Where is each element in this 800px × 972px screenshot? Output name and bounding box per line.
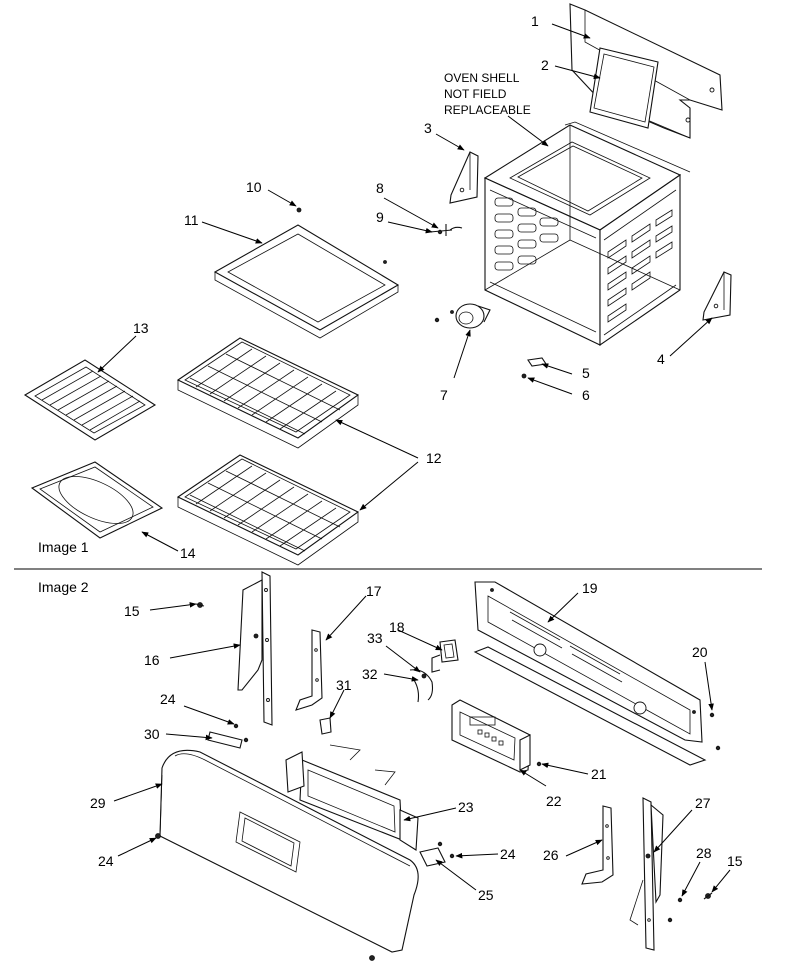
callout-1: 1 (531, 13, 539, 29)
part-control-overlay-bracket (285, 744, 419, 851)
part-control-bracket-left (295, 629, 323, 711)
part-right-end-cap (629, 797, 673, 951)
part-oven-rack-upper (176, 337, 360, 449)
callout-10: 10 (246, 179, 262, 195)
callout-13: 13 (133, 320, 149, 336)
callout-29: 29 (90, 795, 106, 811)
note-line-2: NOT FIELD (444, 87, 507, 101)
caption-image-1: Image 1 (38, 539, 89, 555)
part-screw-15-left (195, 602, 205, 608)
callout-16: 16 (144, 652, 160, 668)
part-screw-24-b (437, 841, 455, 859)
part-control-panel (159, 749, 419, 961)
callout-11: 11 (184, 212, 199, 228)
callout-25: 25 (478, 887, 494, 903)
callout-30: 30 (144, 726, 160, 742)
callout-21: 21 (591, 766, 607, 782)
part-broiler-pan (30, 461, 164, 539)
callout-22: 22 (546, 793, 562, 809)
callout-4: 4 (657, 351, 665, 367)
callout-33: 33 (367, 630, 383, 646)
part-screw-15-right (703, 892, 713, 900)
callout-18: 18 (389, 619, 405, 635)
callout-5: 5 (582, 365, 590, 381)
callout-9: 9 (376, 209, 384, 225)
callout-labels: 1 2 3 4 5 6 7 8 9 10 11 12 13 14 15 16 1… (90, 13, 743, 903)
callout-27: 27 (695, 795, 711, 811)
callout-15-right: 15 (727, 853, 743, 869)
callout-17: 17 (366, 583, 382, 599)
callout-24-a: 24 (160, 691, 176, 707)
part-clip-31 (319, 717, 332, 735)
part-screw-21 (536, 761, 542, 767)
callout-23: 23 (458, 799, 474, 815)
part-control-bracket-right (581, 805, 614, 885)
part-insulation-plate (589, 47, 659, 129)
part-thermostat (434, 303, 491, 329)
callout-7: 7 (440, 387, 448, 403)
part-screw-24-c (155, 833, 161, 839)
part-screw-10 (296, 207, 302, 213)
caption-image-2: Image 2 (38, 579, 89, 595)
part-control-board (451, 699, 531, 773)
part-broiler-grid (23, 359, 157, 441)
note-line-3: REPLACEABLE (444, 103, 531, 117)
callout-3: 3 (424, 120, 432, 136)
callout-26: 26 (543, 847, 559, 863)
part-control-panel-frame (473, 581, 707, 766)
callout-2: 2 (541, 57, 549, 73)
part-screw-20 (709, 712, 721, 751)
part-screw-24-a (233, 723, 249, 743)
callout-24-b: 24 (500, 846, 516, 862)
callout-19: 19 (582, 580, 598, 596)
part-oven-rack-lower (176, 454, 360, 566)
callout-24-c: 24 (98, 853, 114, 869)
part-oven-bottom (213, 224, 400, 339)
callout-12: 12 (426, 450, 442, 466)
callout-32: 32 (362, 666, 378, 682)
part-screw-28 (677, 897, 683, 903)
callout-8: 8 (376, 180, 384, 196)
note-line-1: OVEN SHELL (444, 71, 520, 85)
callout-6: 6 (582, 387, 590, 403)
part-wire-harness (409, 669, 434, 703)
part-screw-6 (521, 373, 527, 379)
callout-28: 28 (696, 845, 712, 861)
callout-14: 14 (180, 545, 196, 561)
part-bracket-30 (207, 731, 243, 749)
part-right-side-bracket (702, 271, 732, 321)
part-oven-shell (483, 121, 691, 347)
leader-lines (97, 23, 731, 897)
part-relay (431, 639, 459, 673)
part-left-side-bracket (449, 151, 479, 204)
part-bracket-25 (419, 847, 446, 867)
callout-31: 31 (336, 677, 352, 693)
part-probe-wire (429, 224, 463, 236)
part-left-end-cap (237, 571, 273, 726)
callout-15-left: 15 (124, 603, 140, 619)
callout-20: 20 (692, 644, 708, 660)
